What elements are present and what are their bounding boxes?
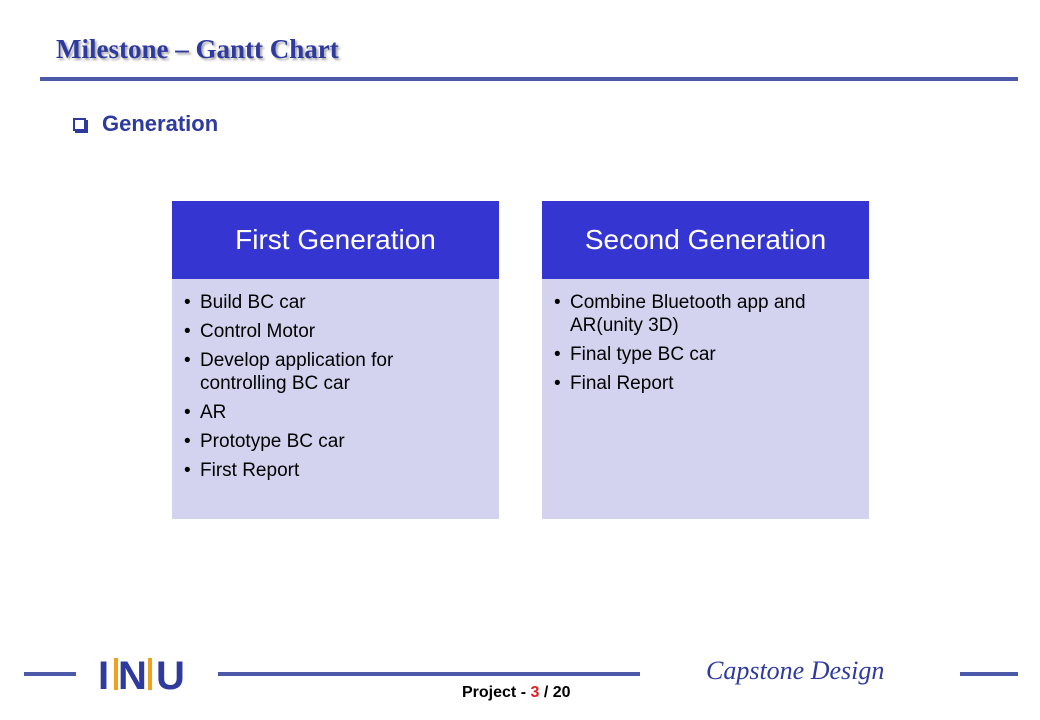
footer-divider-right: [960, 672, 1018, 676]
page-indicator: Project - 3 / 20: [462, 684, 571, 702]
list-item: AR: [184, 401, 485, 424]
inu-logo: I N U: [98, 654, 185, 696]
svg-text:I: I: [98, 654, 111, 696]
section-heading: Generation: [73, 111, 218, 137]
list-item: First Report: [184, 459, 485, 482]
list-item: Final type BC car: [554, 343, 855, 366]
title-divider: [40, 77, 1018, 81]
card-bullet-list: Build BC car Control Motor Develop appli…: [172, 279, 499, 482]
list-item: Prototype BC car: [184, 430, 485, 453]
svg-text:U: U: [156, 654, 185, 696]
checkbox-bullet-icon: [73, 118, 86, 131]
footer-brand: Capstone Design: [706, 656, 885, 685]
page-separator: /: [539, 684, 553, 701]
svg-text:N: N: [118, 654, 147, 696]
page-prefix: Project -: [462, 684, 531, 701]
page-total: 20: [552, 684, 571, 701]
list-item: Build BC car: [184, 291, 485, 314]
slide-title: Milestone – Gantt Chart: [56, 34, 339, 64]
footer-divider-left: [24, 672, 76, 676]
card-title: Second Generation: [542, 201, 869, 279]
list-item: Develop application for controlling BC c…: [184, 349, 485, 395]
list-item: Combine Bluetooth app and AR(unity 3D): [554, 291, 855, 337]
footer-divider-center: [218, 672, 640, 676]
section-heading-label: Generation: [102, 111, 219, 136]
second-generation-card: Second Generation Combine Bluetooth app …: [542, 201, 869, 519]
list-item: Control Motor: [184, 320, 485, 343]
card-title: First Generation: [172, 201, 499, 279]
page-current: 3: [530, 684, 540, 701]
first-generation-card: First Generation Build BC car Control Mo…: [172, 201, 499, 519]
card-bullet-list: Combine Bluetooth app and AR(unity 3D) F…: [542, 279, 869, 395]
list-item: Final Report: [554, 372, 855, 395]
